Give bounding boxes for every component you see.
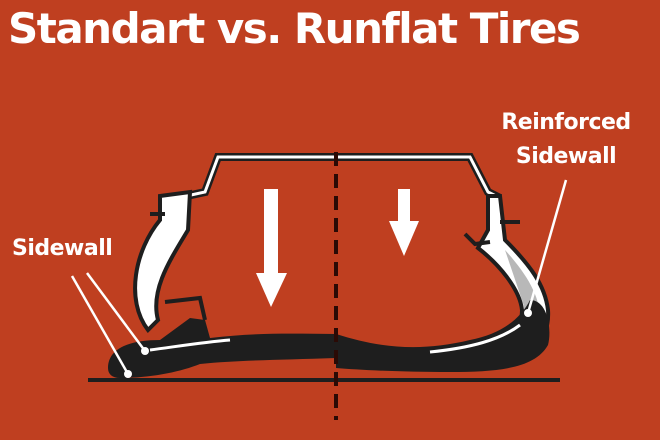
sidewall-leader-lines [70,272,149,378]
diagram-title: Standart vs. Runflat Tires [8,4,581,53]
large-down-arrow-icon [256,189,287,307]
reinforced-sidewall-label: Reinforced Sidewall [486,106,646,174]
standard-tire-tread [108,318,336,378]
reinforced-label-line2: Sidewall [515,144,617,169]
standard-sidewall-label: Sidewall [12,236,113,261]
standard-sidewall [133,189,193,334]
reinforced-label-line1: Reinforced [501,110,631,135]
runflat-tire-tread [336,300,550,372]
small-down-arrow-icon [389,189,419,256]
reinforced-leader-line [524,179,568,317]
